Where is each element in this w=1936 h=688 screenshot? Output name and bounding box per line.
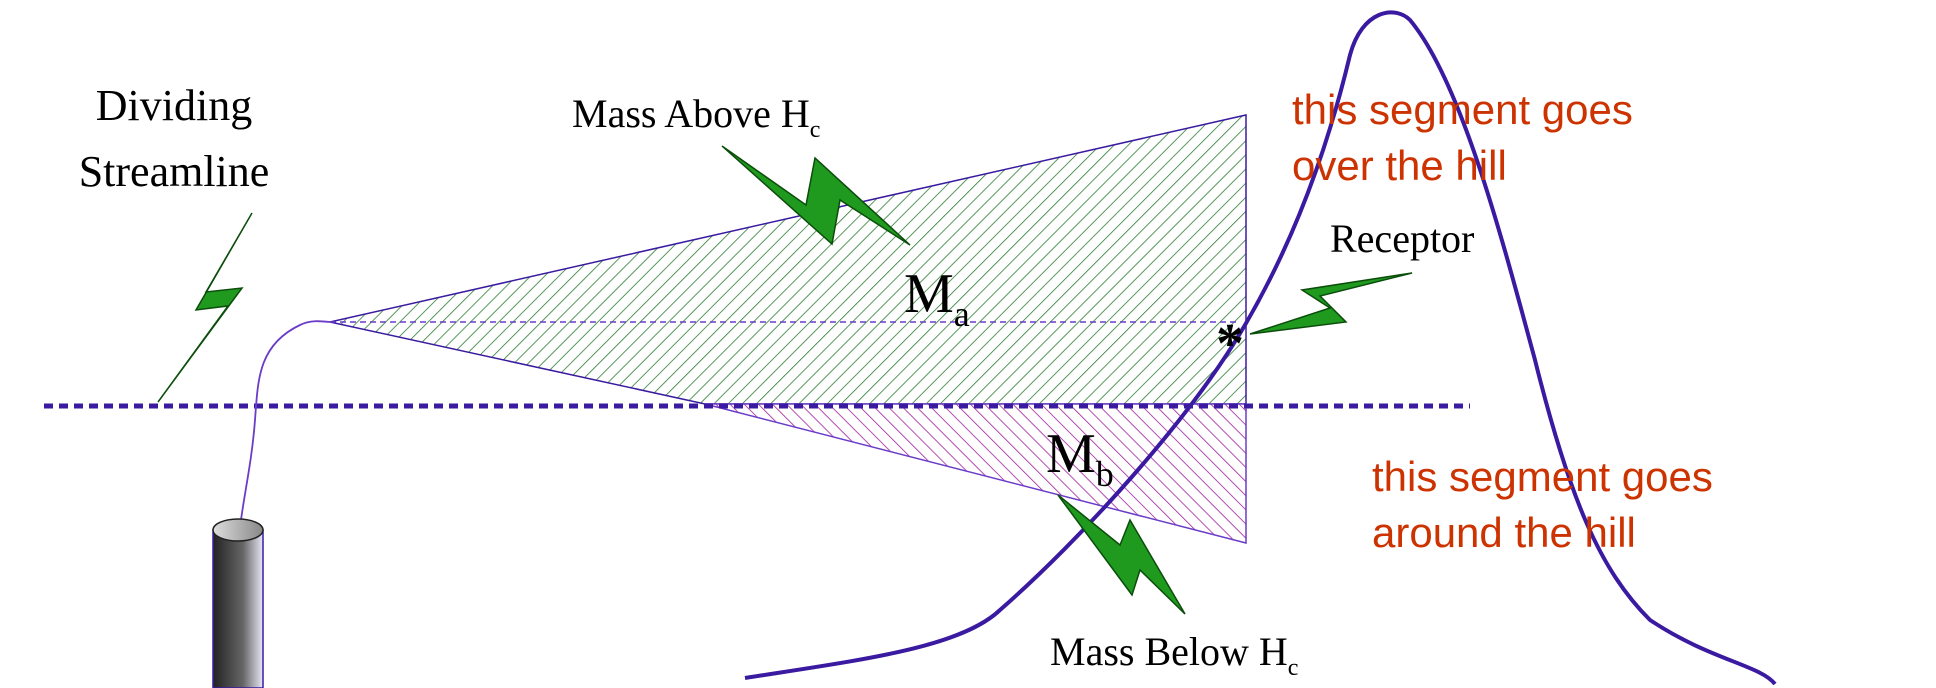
around-hill-annotation-line1: this segment goes <box>1372 453 1713 500</box>
receptor-bolt <box>1249 272 1413 335</box>
mass-below-bolt <box>1057 494 1186 615</box>
ma-label: Ma <box>904 263 970 334</box>
ma-subscript: a <box>954 294 970 334</box>
around-hill-annotation-line2: around the hill <box>1372 509 1636 556</box>
dividing-streamline-bolt <box>157 212 253 403</box>
mass-above-text: Mass Above H <box>572 91 810 136</box>
plume-rise-line <box>240 320 331 521</box>
receptor-label: Receptor <box>1330 216 1474 261</box>
dividing-label-line1: Dividing <box>96 81 252 130</box>
mb-main: M <box>1046 423 1096 485</box>
dividing-label-line2: Streamline <box>79 147 270 196</box>
mass-below-region <box>704 403 1247 544</box>
mass-below-subscript: c <box>1288 655 1299 681</box>
stack <box>212 518 264 688</box>
ma-main: M <box>904 263 954 325</box>
mb-subscript: b <box>1096 454 1114 494</box>
over-hill-annotation-line2: over the hill <box>1292 142 1507 189</box>
mass-below-text: Mass Below H <box>1050 629 1288 674</box>
mass-above-region <box>329 114 1247 405</box>
mb-label: Mb <box>1046 423 1114 494</box>
hill-profile <box>744 10 1777 686</box>
mass-below-label: Mass Below Hc <box>1050 629 1298 681</box>
mass-above-bolt <box>721 145 911 246</box>
mass-above-label: Mass Above Hc <box>572 91 820 143</box>
receptor-marker: * <box>1216 313 1244 375</box>
over-hill-annotation-line1: this segment goes <box>1292 86 1633 133</box>
mass-above-subscript: c <box>810 117 821 143</box>
